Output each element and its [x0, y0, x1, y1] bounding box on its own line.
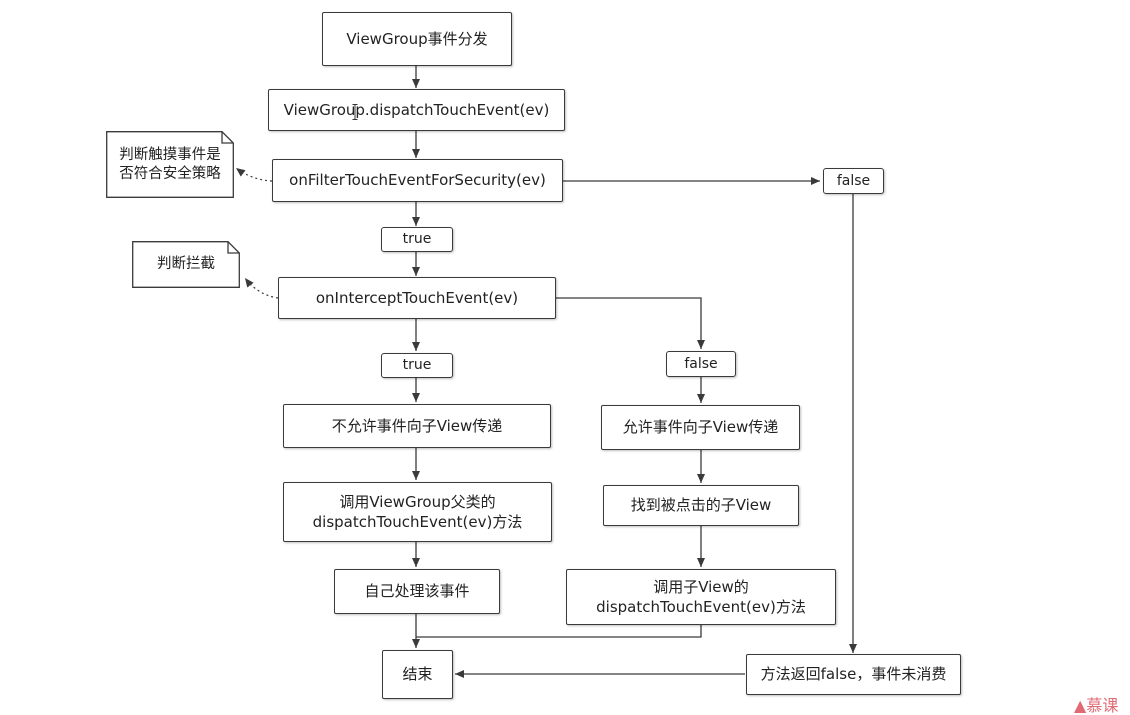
node-allow-pass: 允许事件向子View传递	[601, 405, 800, 450]
edge-intercept-to-false	[556, 297, 705, 349]
edge-call-child-to-end	[416, 625, 702, 638]
node-dispatch-touch-event: ViewGroup.dispatchTouchEvent(ev)	[268, 89, 565, 131]
note-intercept-check: 判断拦截	[132, 241, 240, 288]
watermark-logo: ▲慕课	[1074, 697, 1130, 715]
note-shape	[132, 241, 240, 288]
note-intercept-text: 判断拦截	[157, 256, 215, 273]
logo-triangle-icon: ▲	[1074, 697, 1087, 715]
node-call-child-dispatch: 调用子View的 dispatchTouchEvent(ev)方法	[566, 569, 836, 625]
note-security-text: 判断触摸事件是 否符合安全策略	[119, 146, 221, 182]
node-filter-security: onFilterTouchEventForSecurity(ev)	[272, 159, 563, 202]
tag-true-intercept: true	[381, 353, 453, 378]
tag-false-intercept: false	[666, 351, 736, 377]
node-not-allow-pass: 不允许事件向子View传递	[283, 404, 551, 448]
logo-text: 慕课	[1086, 697, 1119, 715]
node-viewgroup-dispatch: ViewGroup事件分发	[322, 12, 512, 66]
text-cursor-icon	[352, 104, 358, 120]
node-return-false: 方法返回false，事件未消费	[746, 654, 961, 695]
note-link-security	[235, 167, 273, 182]
tag-false-security: false	[823, 168, 884, 194]
node-find-clicked-child: 找到被点击的子View	[603, 485, 799, 526]
note-security-check: 判断触摸事件是 否符合安全策略	[106, 131, 234, 198]
node-call-super-dispatch: 调用ViewGroup父类的 dispatchTouchEvent(ev)方法	[283, 482, 552, 542]
node-intercept-touch-event: onInterceptTouchEvent(ev)	[278, 277, 556, 319]
node-end: 结束	[382, 650, 453, 699]
tag-true-security: true	[381, 227, 453, 252]
node-handle-self: 自己处理该事件	[334, 569, 500, 614]
note-shape	[106, 131, 234, 198]
note-link-intercept	[244, 277, 279, 299]
